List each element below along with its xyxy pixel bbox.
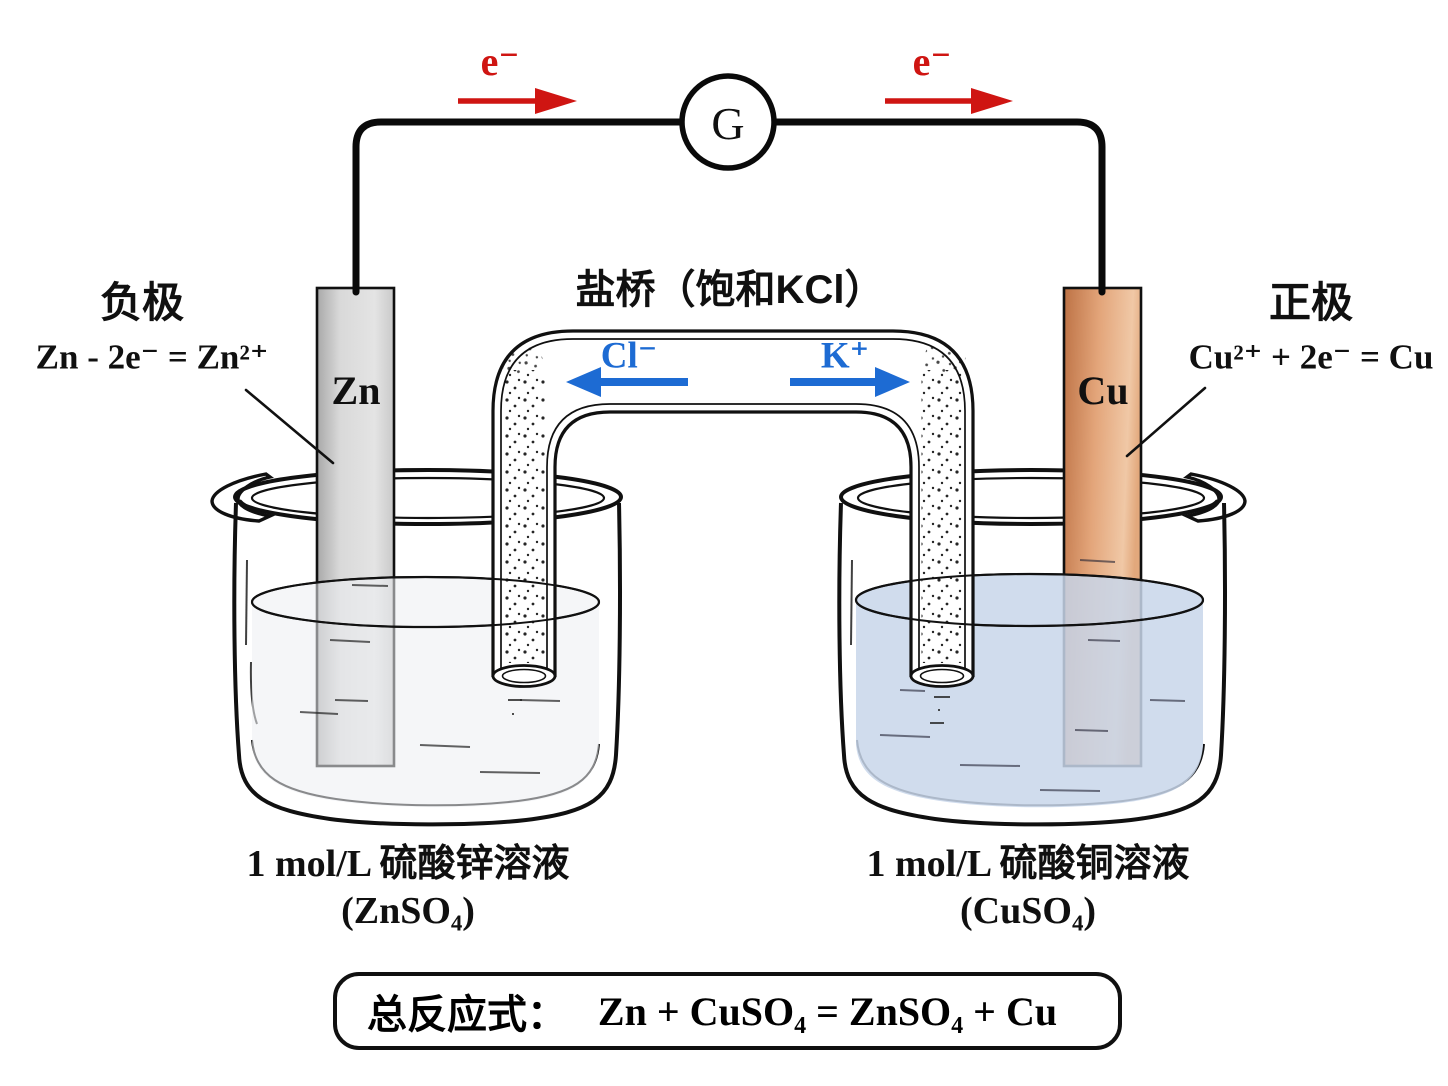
- right-surface-line: [855, 573, 1204, 627]
- right-beaker: [837, 468, 1247, 827]
- potassium-ion-label: K⁺: [820, 335, 870, 377]
- overall-reaction-box: 总反应式： Zn + CuSO₄ = ZnSO₄ + Cu: [333, 972, 1122, 1050]
- electron-flow-arrow-left: [458, 88, 577, 114]
- positive-electrode-equation: Cu²⁺ + 2e⁻ = Cu: [1188, 337, 1434, 377]
- zinc-metal-label: Zn: [331, 368, 381, 413]
- negative-electrode-title: 负极: [99, 279, 185, 326]
- negative-electrode-equation: Zn - 2e⁻ = Zn²⁺: [35, 337, 269, 377]
- positive-electrode-pointer-line: [1125, 386, 1207, 458]
- electron-label-left: e⁻: [480, 39, 520, 84]
- chloride-ion-arrow: [566, 367, 688, 397]
- electron-label-right: e⁻: [912, 39, 952, 84]
- right-solution-label: 1 mol/L 硫酸铜溶液: [866, 843, 1190, 885]
- left-beaker-spout: [210, 472, 276, 523]
- left-surface-line: [251, 576, 600, 628]
- potassium-ion-arrow: [790, 367, 910, 397]
- galvanometer-circle: [679, 73, 777, 171]
- circuit-wire: [352, 118, 1106, 296]
- salt-bridge-tube: [491, 329, 975, 724]
- left-solution-formula: (ZnSO₄): [341, 890, 475, 932]
- negative-electrode-pointer-line: [244, 388, 335, 465]
- electron-flow-arrow-right: [885, 88, 1013, 114]
- chloride-ion-label: Cl⁻: [600, 335, 658, 377]
- right-beaker-spout: [1181, 472, 1247, 523]
- overall-reaction-equation: Zn + CuSO₄ = ZnSO₄ + Cu: [597, 988, 1058, 1034]
- salt-gel-right: [921, 370, 963, 663]
- salt-gel-left: [503, 370, 545, 663]
- right-solution-formula: (CuSO₄): [960, 890, 1096, 932]
- overall-reaction-label: 总反应式：: [367, 993, 567, 1037]
- cuso4-solution: [854, 559, 1205, 808]
- galvanometer-label: G: [711, 98, 745, 149]
- copper-metal-label: Cu: [1077, 368, 1129, 413]
- salt-bridge-title: 盐桥（饱和KCl）: [575, 268, 885, 312]
- positive-electrode-title: 正极: [1268, 279, 1354, 326]
- left-solution-label: 1 mol/L 硫酸锌溶液: [246, 843, 570, 885]
- drip-marks: [508, 696, 950, 724]
